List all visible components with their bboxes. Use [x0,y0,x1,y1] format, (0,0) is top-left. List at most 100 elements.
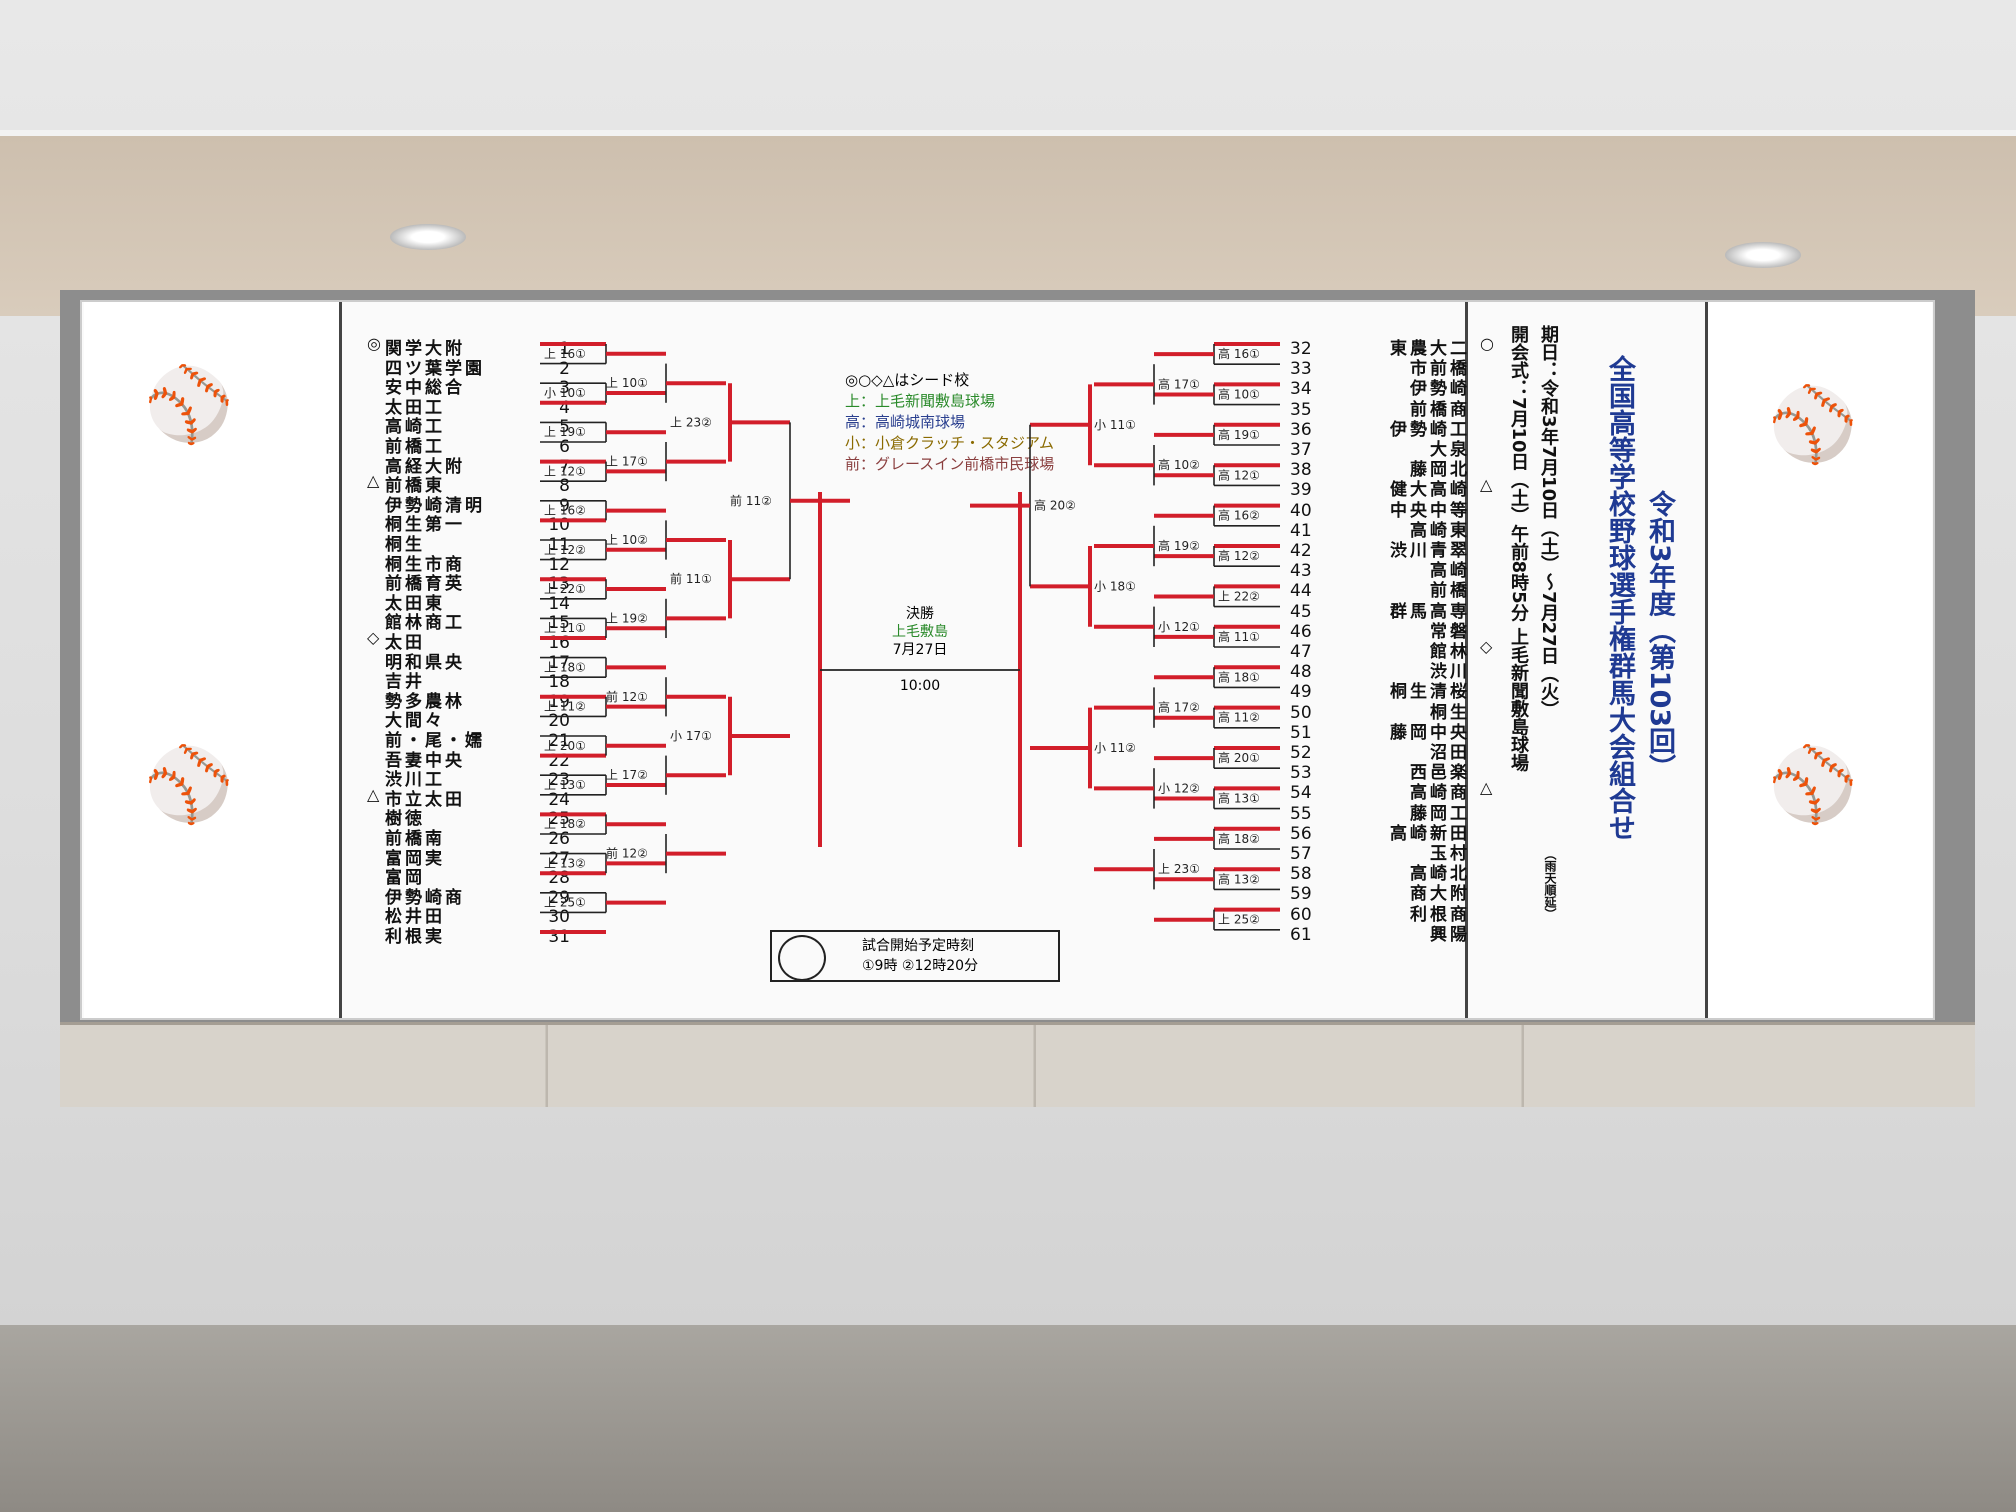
team-name: 伊勢崎清明 [385,495,485,516]
team-name: 前橋工 [385,437,445,457]
team-name: 伊勢崎工 [1390,419,1470,440]
venue-item: 上：上毛新聞敷島球場 [845,392,996,410]
game-label: 小 11② [1094,741,1136,755]
team-name: 中央中等 [1390,500,1470,521]
team-name: 前橋南 [385,829,445,849]
team-name: 利根実 [385,927,445,947]
seed-mark: ◎ [367,334,381,353]
team-number: 39 [1290,480,1312,501]
divider [1705,302,1708,1018]
game-label: 高 12① [1218,467,1260,482]
team-name: 館林商工 [385,613,465,634]
team-name: 玉村 [1430,844,1470,864]
seed-mark: △ [1480,778,1493,798]
title-line-1: 令和3年度（第103回） [1644,490,1675,782]
team-name: 富岡 [385,868,425,889]
team-name: 明和県央 [385,652,465,673]
game-label: 上 25② [1218,913,1260,927]
team-number: 58 [1290,864,1312,885]
team-name: 太田東 [385,593,445,614]
bracket-board [80,300,1935,1020]
team-name: 東農大二 [1390,339,1470,359]
seed-mark: ◇ [367,628,380,647]
game-label: 高 10① [1218,387,1260,402]
team-number: 50 [1290,702,1312,723]
pitcher-illustration-icon: ⚾ [144,742,234,826]
final-time: 10:00 [899,678,941,694]
team-name: 高崎新田 [1390,823,1470,844]
team-name: 西邑楽 [1410,763,1470,784]
start-times-values: ①9時 ②12時20分 [862,958,979,974]
circle-icon [778,935,826,981]
venue-item: 前：グレースイン前橋市民球場 [845,455,1055,473]
game-label: 上 22② [1218,590,1260,604]
venue-item: 高：高崎城南球場 [845,413,966,431]
game-label: 上 12① [544,464,586,478]
game-label: 上 16② [544,504,586,518]
team-name: 高崎 [1430,561,1470,582]
final-info: 決勝 上毛敷島 7月27日 10:00 [880,605,960,695]
team-name: 利根商 [1410,904,1470,925]
seed-note: ◎○◇△はシード校 [845,371,970,389]
team-row: 56 高崎新田 [1290,819,1470,844]
team-number: 34 [1290,379,1312,400]
team-name: 興陽 [1430,924,1470,945]
team-name: 関学大附 [385,339,465,359]
game-label: 高 18① [1218,669,1260,684]
team-number: 56 [1290,823,1312,844]
venue-item: 小：小倉クラッチ・スタジアム [845,434,1054,452]
game-label: 高 19② [1158,538,1200,553]
team-name: 大間々 [385,711,445,732]
game-label: 上 11① [544,621,586,635]
team-name: 高崎北 [1410,864,1470,885]
team-number: 41 [1290,520,1312,541]
team-number: 38 [1290,460,1312,481]
game-label: 高 16① [1218,346,1260,361]
game-label: 上 17① [606,455,648,469]
team-number: 52 [1290,743,1312,763]
team-number: 8 [559,476,570,497]
game-label: 上 17② [606,768,648,782]
game-label: 上 25① [544,896,586,910]
team-name: 太田工 [385,397,445,418]
team-number: 35 [1290,399,1312,420]
pitcher-illustration-icon: ⚾ [144,362,234,446]
team-name: 館林 [1430,642,1470,662]
team-row: 36 伊勢崎工 [1290,415,1470,440]
ceiling-light [1725,242,1801,268]
game-label: 上 13① [544,778,586,792]
team-number: 36 [1290,419,1312,440]
team-name: 桐生 [1430,702,1470,723]
game-label: 上 22① [544,582,586,596]
divider [339,302,342,1018]
game-label: 前 12② [606,846,648,861]
game-label: 高 17① [1158,376,1200,391]
game-label: 前 11① [670,571,712,586]
game-label: 小 12② [1158,781,1200,795]
team-name: 健大高崎 [1390,480,1470,501]
team-name: 渋川 [1430,662,1470,683]
game-label: 高 11② [1218,710,1260,725]
game-label: 高 12② [1218,548,1260,563]
game-label: 上 19② [606,611,648,625]
game-label: 上 10② [606,533,648,547]
team-number: 4 [559,397,570,418]
seed-mark: △ [367,471,380,491]
game-label: 上 18② [544,817,586,831]
team-name: 桐生清桜 [1390,682,1470,703]
batter-illustration-icon: ⚾ [1768,382,1858,466]
team-name: 太田 [385,633,425,653]
